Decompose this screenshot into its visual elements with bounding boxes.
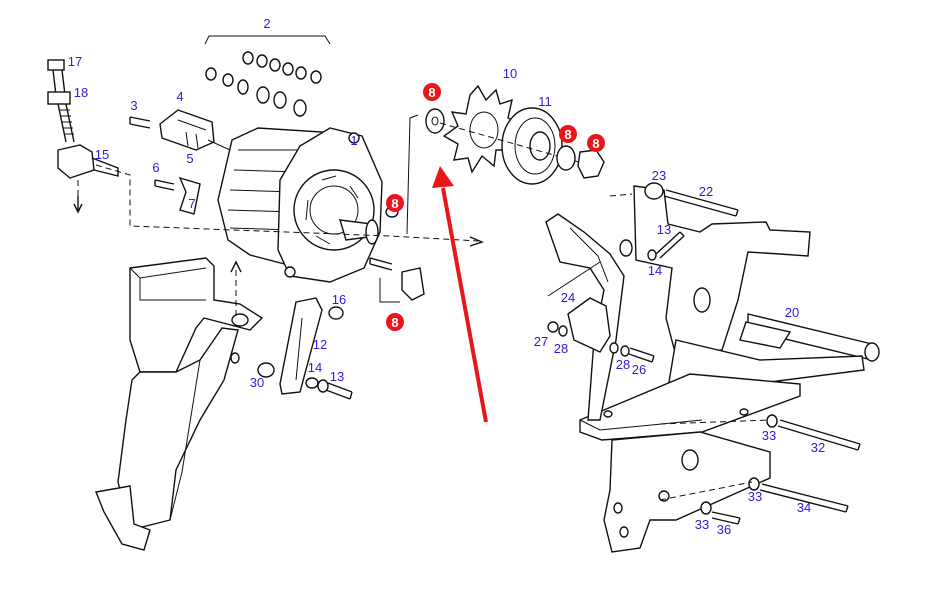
label-part-33-bottom: 33 — [695, 517, 709, 532]
label-part-23: 23 — [652, 168, 666, 183]
small-bracket — [567, 297, 611, 353]
right-axis-line — [609, 193, 633, 197]
leader-line — [406, 114, 419, 235]
axis-line — [95, 164, 479, 242]
nut — [328, 306, 344, 320]
axis-arrow — [469, 236, 484, 247]
left-mounting-bracket — [95, 257, 264, 551]
voltage-regulator — [159, 109, 231, 151]
clip-bracket — [154, 176, 201, 215]
label-part-13-left: 13 — [330, 369, 344, 384]
right-mounting-bracket — [545, 185, 880, 553]
label-part-33-middle: 33 — [748, 489, 762, 504]
label-part-5: 5 — [186, 151, 193, 166]
screw — [129, 116, 151, 129]
label-part-17: 17 — [68, 54, 82, 69]
label-part-28-left: 28 — [554, 341, 568, 356]
label-part-6: 6 — [152, 160, 159, 175]
label-part-30: 30 — [250, 375, 264, 390]
right-leader — [547, 261, 601, 297]
label-part-36: 36 — [717, 522, 731, 537]
label-part-22: 22 — [699, 184, 713, 199]
right-hardware — [547, 182, 861, 525]
label-part-20: 20 — [785, 305, 799, 320]
label-part-11: 11 — [538, 94, 552, 109]
svg-text:8: 8 — [391, 196, 398, 211]
label-part-1: 1 — [350, 133, 357, 148]
label-part-28-right: 28 — [616, 357, 630, 372]
label-part-7: 7 — [188, 196, 195, 211]
label-part-15: 15 — [95, 147, 109, 162]
pointer-arrow — [432, 166, 488, 423]
alternator — [217, 127, 383, 283]
swivel-block — [57, 144, 119, 214]
svg-text:8: 8 — [564, 127, 571, 142]
label-part-34: 34 — [797, 500, 811, 515]
bushings-set — [205, 51, 322, 117]
label-part-10: 10 — [503, 66, 517, 81]
tension-strap — [279, 297, 323, 395]
svg-text:8: 8 — [428, 85, 435, 100]
right-dashed-lines — [659, 419, 771, 501]
marker-8-a: 8 — [423, 83, 441, 101]
svg-text:8: 8 — [391, 315, 398, 330]
label-part-12: 12 — [313, 337, 327, 352]
marker-8-d: 8 — [386, 194, 404, 212]
label-part-26: 26 — [632, 362, 646, 377]
label-part-33-top: 33 — [762, 428, 776, 443]
marker-8-b: 8 — [559, 125, 577, 143]
adjusting-bolt — [47, 59, 75, 143]
marker-8-e: 8 — [386, 313, 404, 331]
strap-bolt — [305, 377, 353, 400]
label-part-3: 3 — [130, 98, 137, 113]
pulley-assembly — [425, 84, 605, 185]
label-part-14-right: 14 — [648, 263, 662, 278]
label-part-32: 32 — [811, 440, 825, 455]
spacer-bush — [257, 362, 275, 378]
label-part-13-right: 13 — [657, 222, 671, 237]
label-part-24: 24 — [561, 290, 575, 305]
label-part-18: 18 — [74, 85, 88, 100]
terminal-clip — [369, 257, 425, 303]
label-part-2: 2 — [263, 16, 270, 31]
group-bracket-2 — [204, 35, 331, 45]
label-part-27: 27 — [534, 334, 548, 349]
label-part-16: 16 — [332, 292, 346, 307]
label-part-14-left: 14 — [308, 360, 322, 375]
label-part-4: 4 — [176, 89, 183, 104]
marker-8-c: 8 — [587, 134, 605, 152]
svg-text:8: 8 — [592, 136, 599, 151]
